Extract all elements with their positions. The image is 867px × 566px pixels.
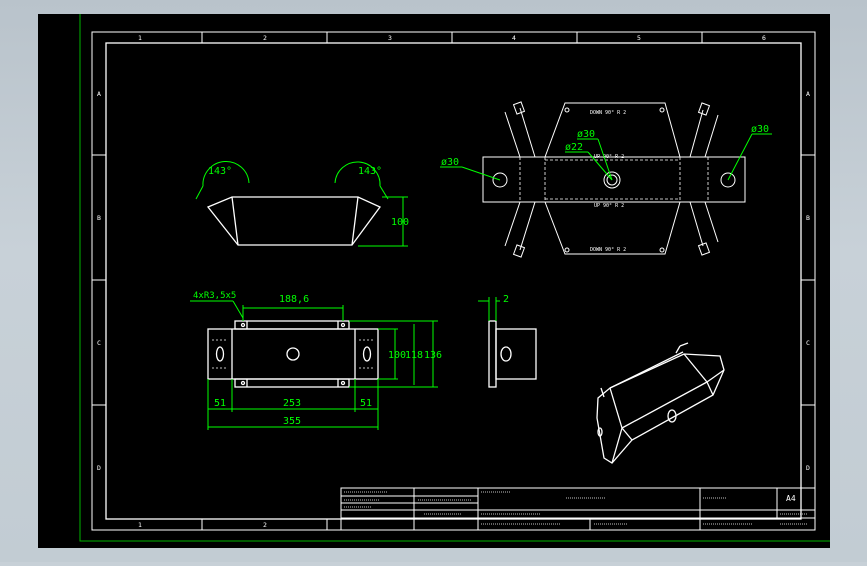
sheet-size: A4 xyxy=(786,494,796,503)
thickness-dim: 2 xyxy=(503,294,509,305)
col-label-6: 6 xyxy=(762,34,766,42)
col-label-1: 1 xyxy=(138,34,142,42)
slot-note: 4xR3,5x5 xyxy=(193,291,236,301)
hole-label-center-outer: ø30 xyxy=(577,129,595,140)
slot-spacing-dim: 188,6 xyxy=(279,294,309,305)
col-label-5: 5 xyxy=(637,34,641,42)
row-label-b-right: B xyxy=(806,214,810,222)
end-right-dim: 51 xyxy=(360,398,372,409)
side-view[interactable]: 2 xyxy=(478,294,537,388)
sheet-background xyxy=(38,14,830,548)
flat-pattern-view[interactable]: DOWN 90° R 2 DOWN 90° R 2 UP 90° R 2 UP … xyxy=(440,101,772,258)
end-left-dim: 51 xyxy=(214,398,226,409)
col-label-2: 2 xyxy=(263,34,267,42)
bend-note-inner-top: UP 90° R 2 xyxy=(594,154,624,160)
col-label-bottom-1: 1 xyxy=(138,521,142,529)
row-label-c: C xyxy=(97,339,101,347)
top-view[interactable]: 4xR3,5x5 188,6 100 118 136 51 253 51 355 xyxy=(190,291,442,430)
col-label-4: 4 xyxy=(512,34,516,42)
height-inner-dim: 100 xyxy=(388,350,406,361)
front-view[interactable]: 143° 143° 100 xyxy=(195,160,409,247)
bend-note-top: DOWN 90° R 2 xyxy=(590,110,626,116)
row-label-c-right: C xyxy=(806,339,810,347)
overall-length-dim: 355 xyxy=(283,416,301,427)
row-label-d: D xyxy=(97,464,101,472)
front-angle-right: 143° xyxy=(358,166,382,177)
row-label-a-right: A xyxy=(806,90,810,98)
front-angle-left: 143° xyxy=(208,166,232,177)
row-label-b: B xyxy=(97,214,101,222)
col-label-bottom-2: 2 xyxy=(263,521,267,529)
hole-label-center-inner: ø22 xyxy=(565,142,583,153)
title-block[interactable]: A4 xyxy=(340,487,816,531)
height-mid-dim: 118 xyxy=(405,350,423,361)
front-height-dim: 100 xyxy=(391,217,409,228)
border-labels: 1 2 3 4 5 6 1 2 A B C D A B C D xyxy=(97,34,810,529)
col-label-3: 3 xyxy=(388,34,392,42)
bend-note-inner-bottom: UP 90° R 2 xyxy=(594,203,624,209)
hole-label-left: ø30 xyxy=(441,157,459,168)
height-outer-dim: 136 xyxy=(424,350,442,361)
row-label-d-right: D xyxy=(806,464,810,472)
hole-label-right: ø30 xyxy=(751,124,769,135)
bend-note-bottom: DOWN 90° R 2 xyxy=(590,247,626,253)
isometric-view[interactable] xyxy=(596,342,725,464)
row-label-a: A xyxy=(97,90,101,98)
middle-dim: 253 xyxy=(283,398,301,409)
sheet-edge xyxy=(79,14,830,542)
